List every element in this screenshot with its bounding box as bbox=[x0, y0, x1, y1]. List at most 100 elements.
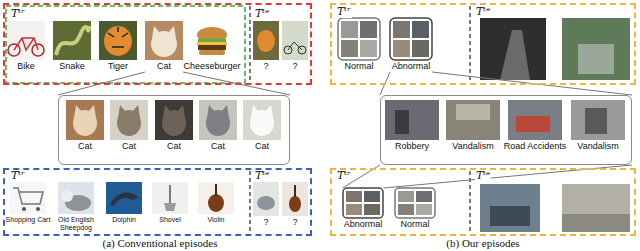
image-tile: ? bbox=[282, 182, 308, 228]
cheeseburger-photo bbox=[199, 50, 225, 55]
query-video-frame bbox=[480, 18, 546, 80]
cheeseburger-photo bbox=[198, 39, 226, 42]
image-tile: Normal bbox=[395, 188, 435, 230]
image-tile: Old English Sheepdog bbox=[53, 182, 99, 232]
sheepdog-photo bbox=[61, 190, 73, 202]
video-grid bbox=[364, 191, 380, 202]
cat-photo bbox=[251, 105, 259, 118]
cart-photo bbox=[10, 182, 46, 214]
class-label: Cat bbox=[199, 142, 237, 152]
cheeseburger-photo bbox=[198, 45, 226, 50]
query-video-frame bbox=[500, 30, 530, 80]
vandalism-frame bbox=[446, 100, 500, 140]
image-tile: Bike bbox=[7, 21, 45, 72]
image-tile: Shopping Cart bbox=[5, 182, 51, 232]
figure-caption: (b) Our episodes bbox=[446, 237, 519, 249]
query-violin-photo bbox=[282, 182, 308, 216]
image-tile: ? bbox=[253, 182, 279, 228]
class-label: Vandalism bbox=[571, 142, 625, 152]
video-grid bbox=[346, 204, 362, 215]
violin-photo bbox=[198, 182, 234, 214]
cheeseburger-photo bbox=[197, 42, 227, 45]
class-label: Snake bbox=[53, 62, 91, 72]
class-label: Violin bbox=[193, 216, 239, 224]
query-tiger-photo bbox=[253, 21, 279, 60]
shovel-photo bbox=[169, 185, 171, 203]
snake-photo bbox=[53, 21, 91, 60]
tiger-photo bbox=[99, 21, 137, 60]
class-label: Abnormal bbox=[390, 62, 432, 72]
video-grid bbox=[412, 21, 429, 38]
set-symbol: Tᵗᵉ bbox=[475, 170, 491, 182]
road-accident-frame bbox=[508, 100, 562, 140]
class-label: Shovel bbox=[147, 216, 193, 224]
class-label: Normal bbox=[395, 220, 435, 230]
cat-photo bbox=[199, 100, 237, 140]
image-tile: Abnormal bbox=[390, 18, 432, 72]
query-video-frame bbox=[562, 18, 630, 80]
video-grid bbox=[395, 188, 435, 218]
image-tile: Cat bbox=[199, 100, 237, 152]
robbery-frame bbox=[385, 100, 439, 140]
class-label: Cat bbox=[155, 142, 193, 152]
tiger-photo bbox=[104, 26, 132, 56]
image-tile: Cat bbox=[243, 100, 281, 152]
set-symbol: Tᵗʳ bbox=[336, 6, 352, 18]
class-label: ? bbox=[253, 62, 279, 72]
violin-photo bbox=[215, 184, 217, 196]
episode-box: TᵗʳTᵗᵉNormalAbnormal bbox=[330, 3, 636, 85]
class-label: Vandalism bbox=[446, 142, 500, 152]
query-video-frame bbox=[480, 184, 540, 232]
query-violin-photo bbox=[282, 182, 308, 216]
class-label: Normal bbox=[338, 62, 380, 72]
set-symbol: Tᵗʳ bbox=[10, 8, 26, 20]
vandalism-frame bbox=[571, 100, 625, 140]
cat-photo bbox=[207, 105, 215, 118]
query-video-frame bbox=[480, 184, 540, 232]
cart-photo bbox=[36, 207, 40, 211]
video-grid bbox=[398, 204, 414, 215]
cat-photo bbox=[88, 105, 96, 118]
set-symbol: Tᵗʳ bbox=[10, 170, 26, 182]
video-grid bbox=[343, 188, 383, 218]
cat-photo bbox=[152, 26, 160, 38]
figure-caption: (a) Conventional episodes bbox=[103, 237, 218, 249]
cat-photo bbox=[110, 100, 148, 140]
cat-photo bbox=[74, 105, 82, 118]
set-separator bbox=[250, 6, 470, 233]
shovel-photo bbox=[164, 203, 176, 211]
video-grid bbox=[398, 191, 414, 202]
episode-box: Robbery VandalismRoad AccidentsVandalism bbox=[380, 95, 632, 165]
cat-photo bbox=[199, 100, 237, 140]
robbery-frame bbox=[385, 100, 439, 140]
image-tile: Tiger bbox=[99, 21, 137, 72]
sheepdog-photo bbox=[58, 182, 94, 214]
video-grid bbox=[395, 188, 435, 218]
class-label: ? bbox=[253, 218, 279, 228]
episode-box: CatCatCatCatCat bbox=[58, 95, 290, 165]
cat-photo bbox=[168, 26, 176, 38]
video-grid bbox=[360, 21, 377, 38]
dolphin-photo bbox=[110, 193, 138, 206]
set-separator bbox=[249, 6, 250, 83]
image-tile: Vandalism bbox=[446, 100, 500, 152]
cat-photo bbox=[155, 100, 193, 140]
class-label: Shopping Cart bbox=[5, 216, 51, 224]
video-grid bbox=[341, 40, 358, 57]
query-video-frame bbox=[562, 18, 630, 80]
class-label: ? bbox=[282, 62, 308, 72]
video-grid bbox=[416, 191, 432, 202]
cheeseburger-photo bbox=[193, 21, 231, 60]
robbery-frame bbox=[395, 110, 409, 134]
class-label: Robbery bbox=[385, 142, 439, 152]
support-set-frame bbox=[6, 6, 245, 83]
cheeseburger-photo bbox=[197, 27, 227, 43]
image-tile: Vandalism bbox=[571, 100, 625, 152]
query-video-frame bbox=[562, 184, 630, 232]
video-grid bbox=[416, 204, 432, 215]
vandalism-frame bbox=[456, 104, 490, 120]
class-label: Road Accidents bbox=[503, 142, 568, 152]
cat-photo bbox=[145, 21, 183, 60]
video-grid bbox=[346, 191, 362, 202]
